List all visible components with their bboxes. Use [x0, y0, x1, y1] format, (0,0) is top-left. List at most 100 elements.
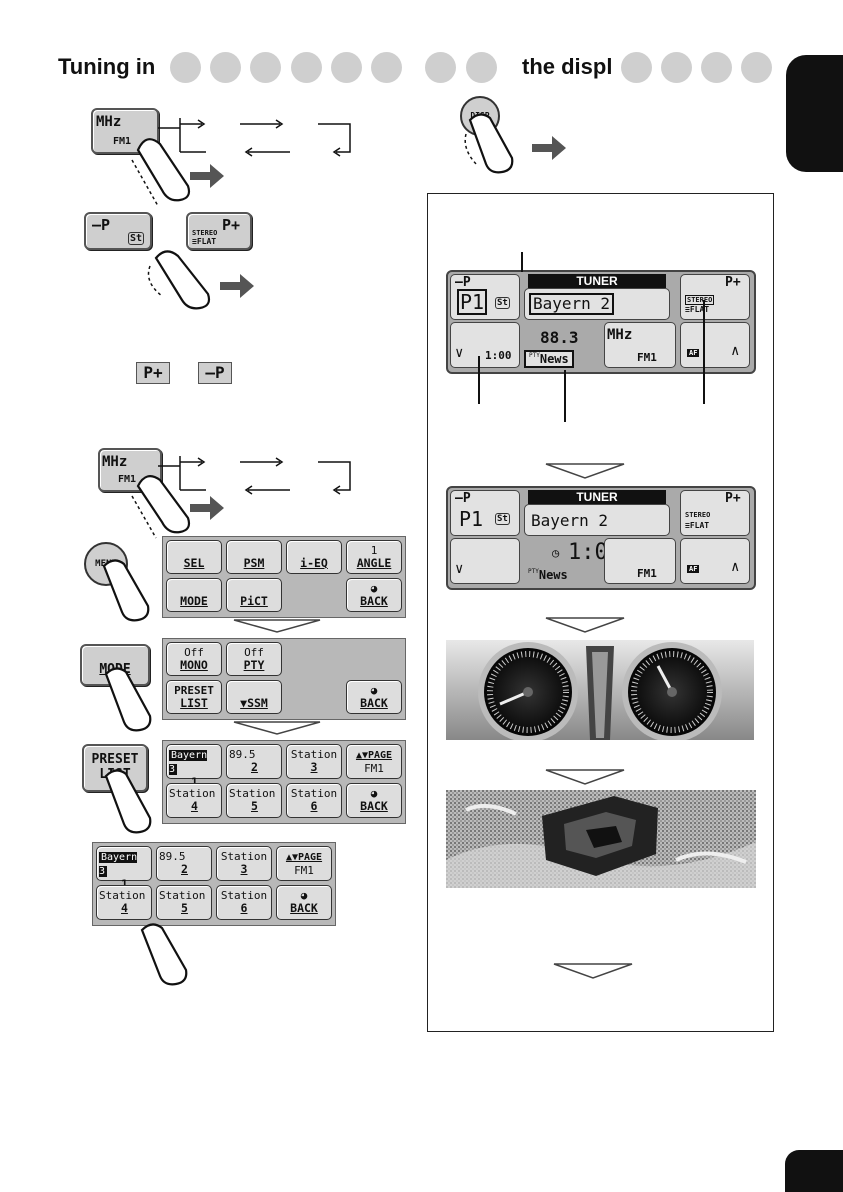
tuner-banner: TUNER — [528, 490, 666, 504]
pty-state: Off — [244, 646, 264, 659]
down-hollow-arrow-icon — [553, 963, 633, 979]
back-label: BACK — [290, 901, 318, 915]
band-key[interactable]: MHz FM1 — [604, 322, 676, 368]
ieq-button[interactable]: i-EQ — [286, 540, 342, 574]
preset-up-key[interactable]: P+ STEREO ≡FLAT — [680, 490, 750, 536]
ssm-label: ▼SSM — [240, 696, 268, 710]
st-indicator: St — [128, 232, 145, 245]
band-label-2: FM1 — [118, 474, 137, 485]
band-key[interactable]: FM1 — [604, 538, 676, 584]
preset-name: 89.5 — [229, 748, 256, 761]
seek-down-key[interactable]: ∨ 1:00 — [450, 322, 520, 368]
heading-dot — [425, 52, 456, 83]
station-name-field: Bayern 2 — [524, 288, 670, 320]
psm-label: PSM — [243, 556, 265, 570]
down-hollow-arrow-icon — [233, 619, 321, 633]
plus-p-label: P+ — [222, 216, 241, 234]
mode-menu-button[interactable]: MODE — [166, 578, 222, 612]
chevron-up-icon: ∧ — [731, 343, 740, 359]
mono-state: Off — [184, 646, 204, 659]
mhz-label: MHz — [607, 327, 633, 343]
minus-p-label: –P — [455, 275, 471, 290]
chevron-down-icon: ∨ — [455, 345, 464, 361]
display-sequence-panel — [427, 193, 774, 1032]
knob-icon: ◕ — [300, 889, 308, 902]
st-indicator: St — [495, 513, 510, 525]
section-heading-left: Tuning in — [58, 54, 156, 79]
back-button[interactable]: ◕BACK — [276, 885, 332, 920]
band-button[interactable]: MHz FM1 — [91, 108, 159, 154]
back-button[interactable]: ◕BACK — [346, 680, 402, 714]
back-label: BACK — [360, 594, 388, 608]
inline-pminus-icon: –P — [198, 362, 232, 384]
mode-button[interactable]: MODE — [80, 644, 150, 686]
chevron-down-icon: ∨ — [455, 561, 464, 577]
preset-up-key[interactable]: P+ STEREO ≡FLAT — [680, 274, 750, 320]
finger-press-icon — [131, 138, 224, 207]
preset-name: Bayern 3 — [99, 852, 138, 877]
preset-name: Bayern 3 — [169, 750, 208, 775]
heading-dot — [621, 52, 652, 83]
seek-down-key[interactable]: ∨ — [450, 538, 520, 584]
preset-name: Station — [159, 889, 206, 902]
preset-number: 6 — [310, 799, 318, 813]
preset-number: 5 — [181, 901, 188, 915]
tuner-display-1: –P P1 St TUNER Bayern 2 P+ STEREO ≡FLAT … — [446, 270, 756, 374]
back-button[interactable]: ◕BACK — [346, 578, 402, 612]
psm-button[interactable]: PSM — [226, 540, 282, 574]
mhz-label: MHz — [96, 114, 122, 130]
page-label: ▲▼PAGE — [355, 750, 393, 761]
preset-label: PRESET — [174, 684, 214, 697]
preset-down-key[interactable]: –P P1 St — [450, 274, 520, 320]
preset-number: 1 — [121, 877, 128, 891]
seek-up-key[interactable]: AF ∧ — [680, 322, 750, 368]
heading-dot — [661, 52, 692, 83]
inline-pplus-icon: P+ — [136, 362, 170, 384]
seek-up-key[interactable]: AF ∧ — [680, 538, 750, 584]
callout-line — [478, 356, 480, 404]
back-button[interactable]: ◕BACK — [346, 783, 402, 818]
frequency-readout: 88.3 — [540, 328, 579, 347]
flat-label: ≡FLAT — [685, 305, 710, 314]
pty-readout: PTYNews — [524, 350, 574, 368]
preset-name: Station — [99, 889, 146, 902]
pty-label: PTY — [243, 658, 265, 672]
down-hollow-arrow-icon — [233, 721, 321, 735]
finger-press-icon — [104, 667, 152, 732]
ieq-label: i-EQ — [300, 556, 328, 570]
preset-up-button[interactable]: P+ STEREO ≡FLAT — [186, 212, 252, 250]
page-number-tab — [785, 1150, 843, 1192]
preset-number: 2 — [181, 862, 188, 876]
stereo-label: STEREO — [192, 229, 218, 237]
preset-down-key[interactable]: –P P1 St — [450, 490, 520, 536]
preset-down-button[interactable]: –P St — [84, 212, 152, 250]
language-tab — [786, 55, 843, 172]
mode-menu-label: MODE — [180, 594, 208, 608]
sel-button[interactable]: SEL — [166, 540, 222, 574]
preset-number: 3 — [240, 862, 248, 876]
pty-readout: PTYNews — [528, 568, 568, 582]
preset-name: Station — [220, 889, 268, 902]
ssm-button[interactable]: ▼SSM — [226, 680, 282, 714]
pict-button[interactable]: PiCT — [226, 578, 282, 612]
down-hollow-arrow-icon — [545, 769, 625, 785]
plus-p-label: P+ — [725, 491, 741, 506]
